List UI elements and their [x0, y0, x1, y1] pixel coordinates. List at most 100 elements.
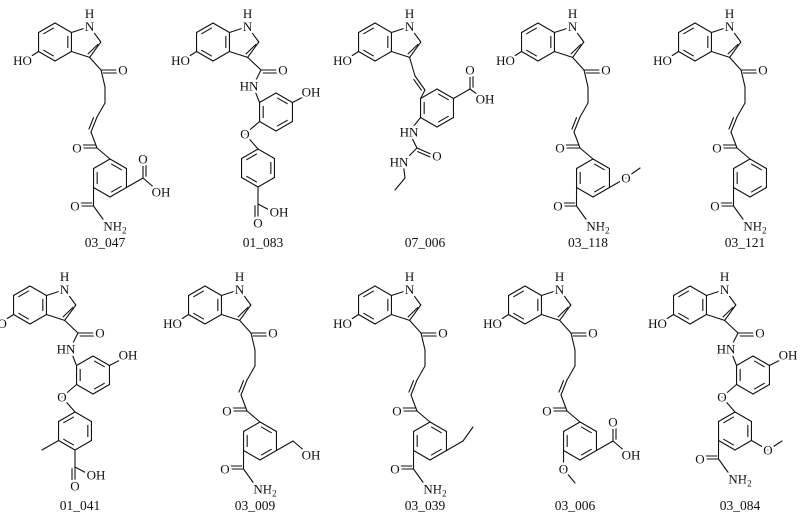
bond	[723, 416, 735, 424]
bond	[583, 69, 589, 88]
bond	[87, 43, 99, 55]
atom-label: H	[405, 269, 414, 284]
bond	[540, 289, 561, 297]
bond	[62, 306, 74, 318]
bond	[553, 26, 574, 34]
bond	[12, 313, 31, 325]
bond	[579, 449, 598, 461]
bond	[608, 177, 627, 189]
bond	[559, 319, 572, 334]
atom-label: HO	[496, 53, 515, 68]
bond	[242, 449, 261, 461]
bond	[246, 365, 256, 381]
compound-id-label: 03_009	[235, 498, 276, 513]
bond	[410, 394, 418, 412]
bond	[493, 313, 510, 325]
atom-label: N	[555, 282, 565, 297]
bond	[658, 313, 675, 325]
bond	[402, 147, 418, 163]
bond	[75, 355, 94, 367]
atom-label: OH	[779, 348, 798, 363]
bond	[63, 416, 75, 424]
bond	[445, 440, 464, 452]
atom-label: O	[438, 326, 447, 341]
bond	[54, 50, 73, 62]
bond	[343, 50, 360, 62]
atom-label: HN	[240, 79, 259, 94]
bond	[749, 186, 768, 198]
bond	[537, 22, 556, 34]
atom-label: NH2	[743, 219, 766, 236]
atom-label: O	[695, 452, 704, 467]
bond	[672, 313, 691, 325]
atom-label: H	[85, 6, 94, 21]
bond	[752, 355, 771, 367]
atom-label: OH	[270, 205, 289, 220]
bond	[419, 88, 438, 100]
bond	[749, 158, 768, 170]
bond	[729, 332, 739, 350]
bond	[292, 440, 308, 454]
bond	[238, 380, 245, 393]
bond	[683, 27, 695, 35]
bond	[414, 75, 426, 91]
atom-label: NH2	[103, 219, 126, 236]
bond	[593, 185, 605, 193]
atom-label: O	[268, 326, 277, 341]
atom-label: N	[405, 282, 415, 297]
bond	[506, 50, 523, 62]
bond	[409, 56, 416, 77]
bond	[507, 285, 526, 297]
bond	[88, 117, 95, 130]
atom-label: HO	[163, 316, 182, 331]
bond	[575, 205, 589, 223]
bond	[74, 411, 93, 423]
atom-label: O	[240, 127, 249, 142]
bond	[212, 50, 231, 62]
bond	[187, 313, 206, 325]
bond	[96, 147, 111, 160]
bond	[357, 313, 376, 325]
bond	[96, 102, 106, 118]
atom-label: OH	[302, 85, 321, 100]
atom-label: HO	[171, 53, 190, 68]
bond	[57, 439, 76, 451]
bond	[64, 319, 79, 334]
atom-label: H	[405, 6, 414, 21]
bond	[201, 27, 213, 35]
bond	[109, 158, 128, 170]
bond	[259, 421, 278, 433]
bond	[694, 22, 713, 34]
atom-label: OH	[302, 448, 321, 463]
bond	[237, 306, 249, 318]
bond	[710, 26, 731, 34]
bond	[752, 383, 771, 395]
bond	[394, 177, 406, 191]
bond	[181, 50, 198, 62]
bond	[110, 185, 122, 193]
bond	[220, 313, 241, 321]
bond	[247, 56, 262, 71]
atom-label: O	[390, 462, 399, 477]
atom-label: OH	[476, 92, 495, 107]
atom-label: H	[60, 269, 69, 284]
bond	[69, 332, 79, 350]
atom-label: O	[253, 216, 262, 231]
bond	[735, 383, 754, 395]
bond	[374, 285, 393, 297]
compound-id-label: 03_006	[555, 498, 596, 513]
bond	[678, 312, 690, 320]
bond	[18, 290, 30, 298]
bond	[187, 285, 206, 297]
atom-label: O	[138, 152, 147, 167]
bond	[520, 50, 539, 62]
bond	[452, 88, 471, 100]
atom-label: HO	[0, 316, 7, 331]
bond	[390, 313, 411, 321]
bond	[90, 116, 98, 133]
bond	[374, 313, 393, 325]
bond	[412, 421, 431, 433]
